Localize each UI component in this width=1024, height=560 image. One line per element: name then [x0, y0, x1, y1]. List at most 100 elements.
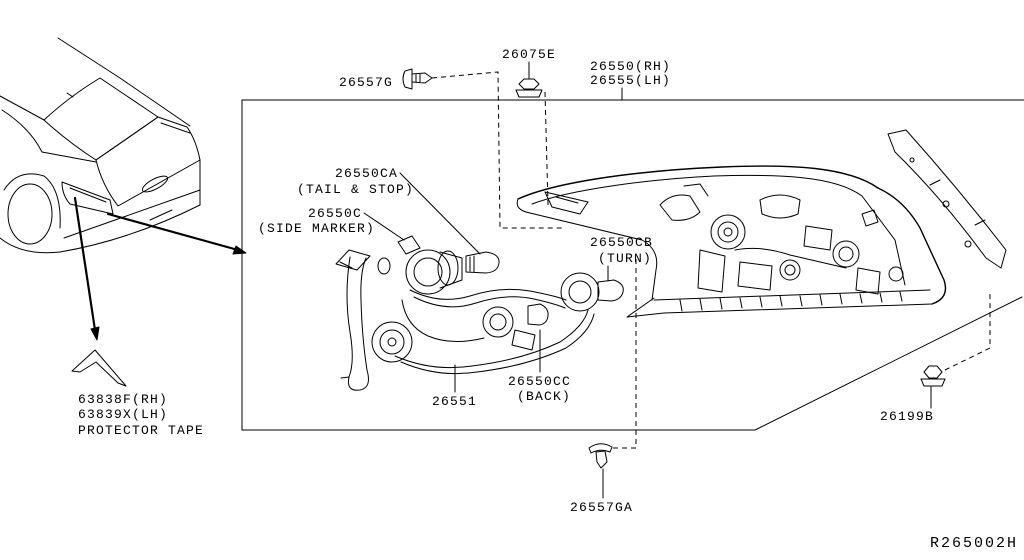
callout-tape-desc: PROTECTOR TAPE	[78, 423, 204, 438]
clip-head	[402, 68, 413, 90]
install-line-clip-lower	[613, 258, 637, 449]
callout-back-desc: (BACK)	[517, 389, 571, 404]
install-line-nut-lower	[944, 292, 991, 371]
mounting-stud	[888, 266, 904, 282]
back-socket-inner	[489, 313, 507, 331]
vehicle-rear-view	[0, 37, 201, 254]
trunk-lid	[95, 116, 201, 207]
callout-side-marker-bulb: 26550C	[308, 206, 362, 221]
side-marker-socket	[397, 235, 421, 255]
bumper-reflector	[149, 209, 173, 221]
bracket-tabs	[929, 179, 986, 226]
bracket-hole	[909, 157, 915, 163]
internal-wire	[734, 247, 847, 269]
back-bulb	[527, 303, 549, 326]
locator-arrow-to-lamp	[106, 212, 247, 255]
callout-clip-lower: 26557GA	[570, 500, 633, 515]
bracket-hole	[964, 240, 972, 248]
nut-flange	[515, 89, 543, 98]
rear-combination-lamp	[516, 165, 947, 318]
turn-socket	[560, 272, 600, 312]
bracket-outline	[887, 129, 1007, 269]
lamp-bracket-strip	[887, 129, 1007, 269]
rear-window	[43, 77, 159, 161]
bracket-hole	[942, 200, 950, 208]
turn-socket-center	[723, 227, 733, 237]
callout-tail-stop-bulb: 26550CA	[335, 166, 398, 181]
callout-harness: 26551	[432, 394, 477, 409]
lens-top-edge	[517, 165, 879, 200]
callout-turn-desc: (TURN)	[598, 251, 652, 266]
harness-wire	[409, 288, 567, 301]
callout-turn-bulb: 26550CB	[590, 235, 653, 250]
tail-stop-socket-body	[439, 251, 463, 289]
nut-lower-part	[920, 365, 946, 387]
lens-inner-edge	[531, 175, 715, 205]
vehicle-tail-lamp	[61, 181, 114, 215]
harness-wire	[401, 299, 485, 342]
socket-hole-2-inner	[784, 264, 796, 276]
housing-rib	[759, 194, 801, 219]
installation-lines	[431, 71, 991, 449]
socket-hole-3-inner	[838, 246, 854, 262]
arrow-head	[90, 326, 100, 341]
housing-bottom-line	[653, 289, 931, 301]
side-marker-bulb	[377, 257, 391, 275]
callout-lamp-rh: 26550(RH)	[590, 59, 671, 74]
install-line-clip-upper	[431, 71, 562, 229]
harness-connector	[511, 329, 536, 351]
wheel-arch	[3, 173, 61, 229]
leader-side-marker	[363, 212, 405, 241]
protector-tape-shape	[71, 349, 127, 387]
frame-diagonal	[754, 296, 1023, 431]
callout-clip-upper: 26557G	[339, 75, 393, 90]
socket-block-1	[697, 249, 726, 293]
turn-socket-ring	[717, 221, 739, 243]
harness-grommet-inner	[379, 329, 405, 355]
housing-inner-right	[713, 174, 906, 286]
harness-grommet	[371, 321, 413, 363]
rear-tire	[7, 183, 53, 245]
turn-bulb	[597, 279, 624, 302]
callout-tail-stop-desc: (TAIL & STOP)	[297, 182, 414, 197]
arrow-shaft	[106, 212, 240, 252]
bulb-socket-harness	[335, 235, 624, 391]
tail-stop-socket-inner	[413, 257, 443, 287]
housing-detail	[683, 183, 879, 227]
turn-socket-inner	[568, 280, 592, 304]
nut-upper-part	[515, 78, 543, 98]
socket-hole-3	[832, 240, 860, 268]
callout-labels: 26557G 26075E 26550(RH) 26555(LH) 26550C…	[78, 47, 1018, 552]
callout-lamp-lh: 26555(LH)	[590, 73, 671, 88]
mount-bracket	[544, 191, 589, 215]
protector-tape-part	[71, 349, 127, 387]
roof-edge	[57, 37, 191, 127]
tail-stop-socket	[405, 249, 451, 295]
housing-boss	[659, 194, 701, 221]
wire-loom-tube	[346, 256, 369, 391]
install-line-nut-upper	[544, 91, 549, 206]
diagram-code: R265002H	[930, 535, 1018, 552]
clip-stem	[595, 450, 608, 469]
clip-lower-part	[588, 443, 613, 469]
roof-edge-left	[0, 95, 45, 121]
clip-head	[588, 443, 613, 454]
license-emblem	[141, 175, 169, 193]
housing-hatch	[679, 291, 903, 312]
lower-body	[0, 237, 61, 254]
callout-tape-rh: 63838F(RH)	[78, 392, 168, 407]
rear-bumper	[59, 204, 201, 253]
tail-stop-bulb	[465, 251, 500, 274]
harness-wire	[400, 313, 595, 375]
callout-tape-lh: 63839X(LH)	[78, 407, 168, 422]
socket-block-4	[855, 267, 881, 295]
clip-stem	[411, 72, 433, 84]
socket-hole-2	[779, 259, 801, 281]
housing-left-side	[641, 239, 658, 301]
assembly-frame	[241, 99, 1024, 431]
rear-window-mark	[66, 92, 74, 98]
lens-bottom-edge	[626, 297, 933, 318]
bumper-top	[63, 159, 201, 239]
nut-hex	[518, 78, 540, 90]
